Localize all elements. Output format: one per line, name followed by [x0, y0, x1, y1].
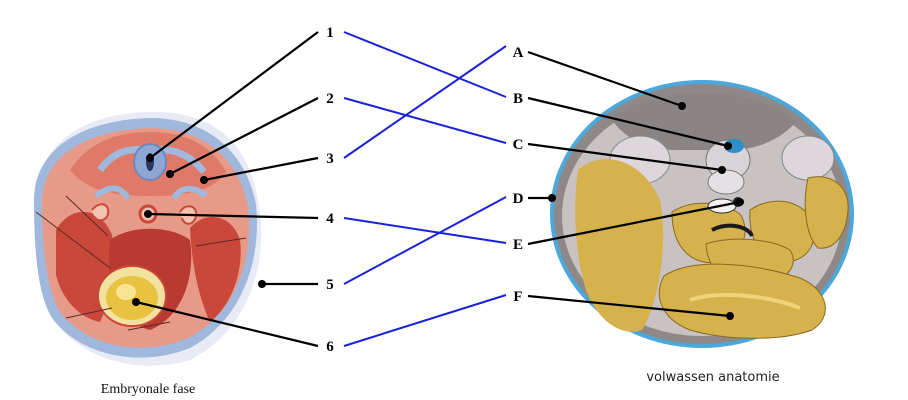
letter-label-d: D — [513, 191, 524, 207]
letter-label-b: B — [513, 91, 523, 107]
number-label-4: 4 — [326, 211, 334, 227]
leader-lines — [135, 31, 741, 348]
match-line-5-d — [343, 196, 507, 285]
match-line-3-a — [343, 45, 507, 159]
match-line-1-b — [343, 31, 507, 98]
match-line-4-e — [343, 217, 507, 244]
leader-dots — [132, 102, 744, 320]
match-line-6-f — [343, 294, 507, 347]
embryo-cross-section-illustration — [34, 111, 262, 366]
match-lines — [343, 31, 507, 347]
right-letter-labels: A B C D E F — [513, 45, 524, 305]
match-line-2-c — [343, 97, 507, 144]
letter-label-c: C — [513, 137, 524, 153]
letter-label-e: E — [513, 237, 523, 253]
number-label-2: 2 — [326, 91, 334, 107]
letter-label-a: A — [513, 45, 524, 61]
left-caption: Embryonale fase — [101, 382, 195, 397]
left-number-labels: 1 2 3 4 5 6 — [326, 25, 334, 355]
letter-label-f: F — [513, 289, 522, 305]
adult-cross-section-illustration — [550, 80, 854, 348]
number-label-6: 6 — [326, 339, 334, 355]
right-caption: volwassen anatomie — [646, 370, 779, 385]
number-label-1: 1 — [326, 25, 334, 41]
number-label-3: 3 — [326, 151, 334, 167]
number-label-5: 5 — [326, 277, 334, 293]
